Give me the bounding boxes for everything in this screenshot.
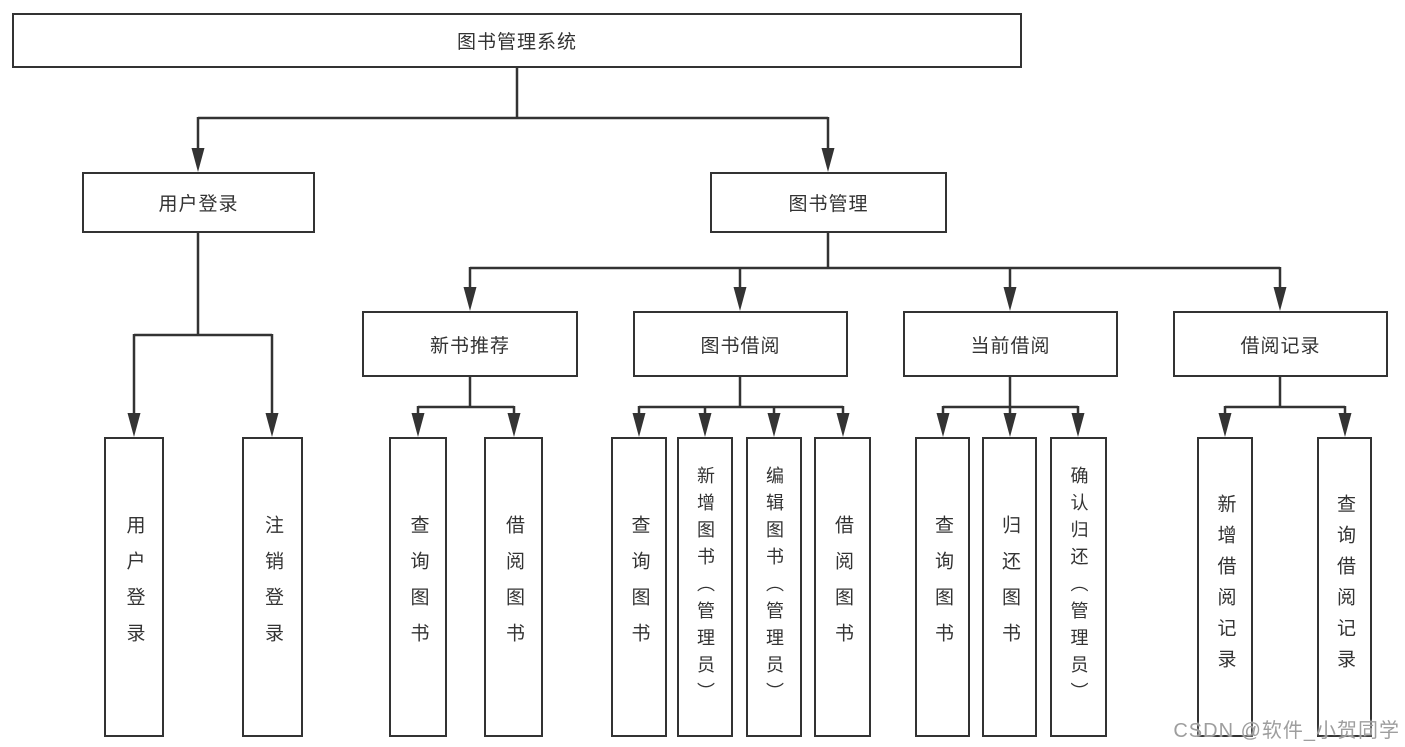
leaf-edit-books-admin: 编辑图书（管理员） bbox=[746, 437, 802, 737]
node-current-borrow: 当前借阅 bbox=[903, 311, 1118, 377]
node-user-login-branch: 用户登录 bbox=[82, 172, 315, 233]
leaf-confirm-return-admin: 确认归还（管理员） bbox=[1050, 437, 1107, 737]
leaf-add-borrow-record: 新增借阅记录 bbox=[1197, 437, 1253, 737]
leaf-query-books-current: 查询图书 bbox=[915, 437, 970, 737]
node-borrow-records: 借阅记录 bbox=[1173, 311, 1388, 377]
leaf-add-books-admin: 新增图书（管理员） bbox=[677, 437, 733, 737]
leaf-query-books-recommend: 查询图书 bbox=[389, 437, 447, 737]
leaf-return-books: 归还图书 bbox=[982, 437, 1037, 737]
csdn-watermark: CSDN @软件_小贺同学 bbox=[1173, 720, 1400, 742]
node-new-book-recommend: 新书推荐 bbox=[362, 311, 578, 377]
node-root-system: 图书管理系统 bbox=[12, 13, 1022, 68]
node-book-borrow: 图书借阅 bbox=[633, 311, 848, 377]
leaf-logout: 注销登录 bbox=[242, 437, 303, 737]
leaf-query-books-borrow: 查询图书 bbox=[611, 437, 667, 737]
leaf-user-login: 用户登录 bbox=[104, 437, 164, 737]
leaf-query-borrow-record: 查询借阅记录 bbox=[1317, 437, 1372, 737]
leaf-borrow-books-recommend: 借阅图书 bbox=[484, 437, 543, 737]
arrowheads bbox=[127, 148, 1352, 437]
node-book-management-branch: 图书管理 bbox=[710, 172, 947, 233]
leaf-borrow-books: 借阅图书 bbox=[814, 437, 871, 737]
